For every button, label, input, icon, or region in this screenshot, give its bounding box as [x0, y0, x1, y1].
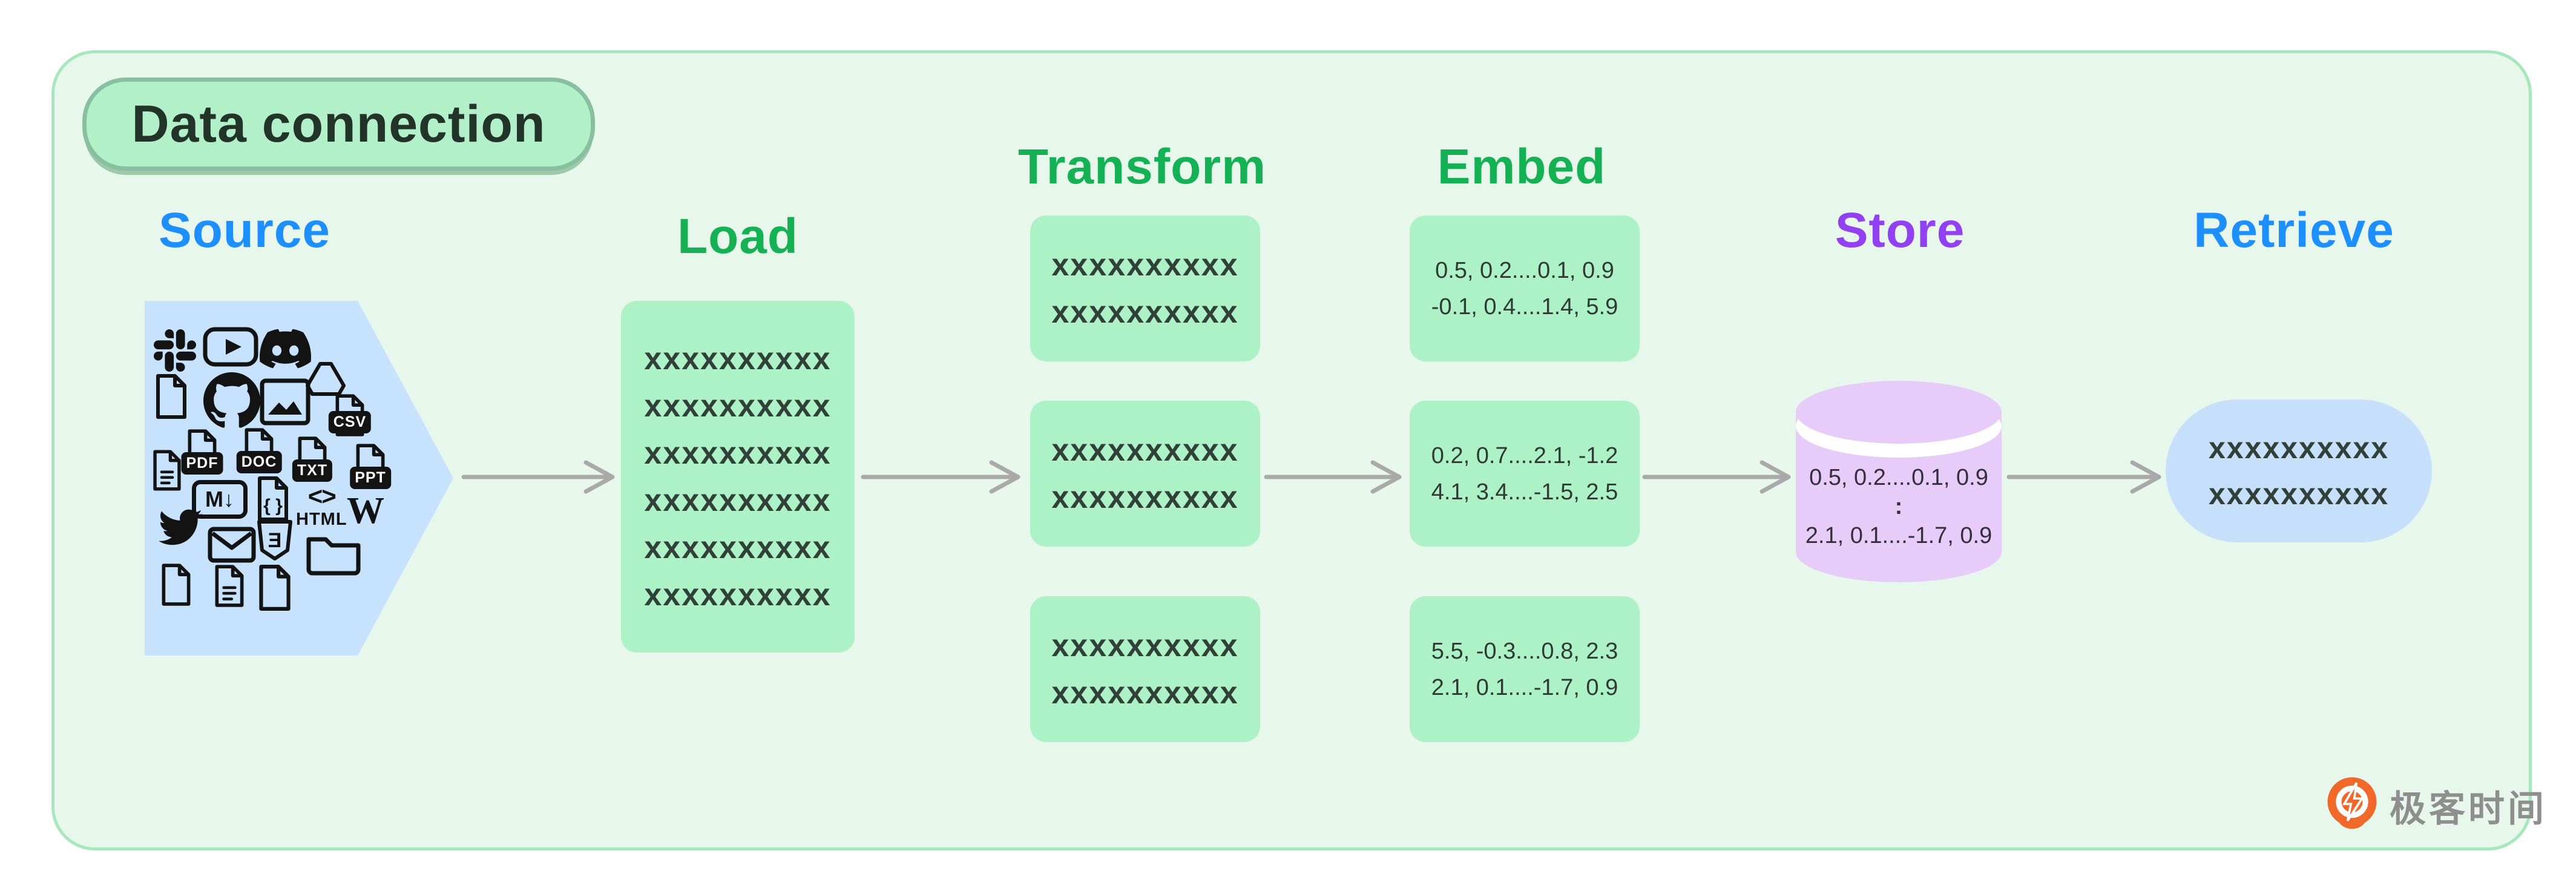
css-shield-label: Ǝ — [268, 529, 282, 552]
wikipedia-w: W — [347, 490, 384, 531]
file-icon — [152, 373, 191, 420]
geektime-logo-text: 极客时间 — [2390, 788, 2547, 829]
embed-vector-line: 0.5, 0.2....0.1, 0.9 — [1435, 257, 1614, 283]
load-line: xxxxxxxxxx — [644, 388, 832, 424]
csv-file-icon: CSV — [324, 393, 376, 445]
transform-line: xxxxxxxxxx — [1051, 675, 1239, 711]
flow-arrow-store-retrieve — [2006, 460, 2161, 494]
transform-line: xxxxxxxxxx — [1051, 247, 1239, 283]
load-line: xxxxxxxxxx — [644, 482, 832, 518]
heading-retrieve: Retrieve — [2193, 203, 2394, 258]
html-label: HTML — [296, 510, 347, 529]
youtube-icon — [203, 326, 258, 367]
transform-line: xxxxxxxxxx — [1051, 628, 1239, 663]
html-icon: <> HTML — [296, 484, 347, 528]
text-file-icon — [150, 449, 185, 492]
load-line: xxxxxxxxxx — [644, 341, 832, 376]
json-file-label: { } — [263, 496, 283, 516]
transform-box-1: xxxxxxxxxx xxxxxxxxxx — [1030, 215, 1260, 361]
ppt-file-icon: PPT — [344, 442, 396, 495]
doc-file-label: DOC — [236, 451, 282, 473]
geektime-logo-icon — [2327, 777, 2377, 829]
flow-arrow-load-transform — [861, 460, 1020, 494]
ppt-file-label: PPT — [350, 467, 391, 489]
pdf-file-label: PDF — [181, 452, 223, 475]
csv-file-label: CSV — [328, 411, 372, 433]
embed-vector-line: 4.1, 3.4....-1.5, 2.5 — [1431, 479, 1618, 505]
markdown-label: M↓ — [205, 487, 234, 511]
retrieve-pill: xxxxxxxxxx xxxxxxxxxx — [2166, 399, 2432, 542]
folder-icon — [306, 532, 361, 576]
load-box: xxxxxxxxxx xxxxxxxxxx xxxxxxxxxx xxxxxxx… — [621, 301, 855, 653]
retrieve-line: xxxxxxxxxx — [2208, 477, 2390, 511]
slack-icon — [154, 326, 196, 375]
markdown-icon: M↓ — [192, 480, 248, 519]
css-shield-icon: Ǝ — [256, 519, 294, 562]
file-icon — [255, 564, 295, 612]
json-file-icon: { } — [254, 475, 292, 522]
store-cylinder-text: 0.5, 0.2....0.1, 0.9 : 2.1, 0.1....-1.7,… — [1796, 461, 2002, 552]
title-badge: Data connection — [82, 77, 595, 171]
embed-box-2: 0.2, 0.7....2.1, -1.2 4.1, 3.4....-1.5, … — [1410, 401, 1640, 547]
title-badge-label: Data connection — [131, 94, 546, 153]
retrieve-line: xxxxxxxxxx — [2208, 431, 2390, 465]
embed-vector-line: 5.5, -0.3....0.8, 2.3 — [1431, 638, 1618, 664]
store-vector-ellipsis: : — [1894, 494, 1903, 519]
txt-file-icon: TXT — [286, 435, 338, 487]
txt-file-label: TXT — [292, 459, 333, 482]
mail-icon — [208, 526, 256, 564]
load-line: xxxxxxxxxx — [644, 435, 832, 471]
transform-box-3: xxxxxxxxxx xxxxxxxxxx — [1030, 596, 1260, 742]
embed-vector-line: 2.1, 0.1....-1.7, 0.9 — [1431, 674, 1618, 700]
discord-icon — [257, 326, 314, 371]
heading-embed: Embed — [1437, 139, 1606, 194]
store-vector-line: 0.5, 0.2....0.1, 0.9 — [1809, 465, 1988, 490]
store-vector-line: 2.1, 0.1....-1.7, 0.9 — [1805, 523, 1993, 548]
file-icon — [158, 562, 194, 607]
transform-box-2: xxxxxxxxxx xxxxxxxxxx — [1030, 401, 1260, 547]
geektime-logo: 极客时间 — [2324, 775, 2547, 837]
flow-arrow-transform-embed — [1264, 460, 1402, 494]
github-icon — [203, 372, 261, 429]
transform-line: xxxxxxxxxx — [1051, 294, 1239, 330]
heading-transform: Transform — [1018, 139, 1266, 194]
transform-line: xxxxxxxxxx — [1051, 479, 1239, 515]
code-brackets-glyph: <> — [307, 482, 337, 510]
heading-source: Source — [159, 203, 330, 258]
embed-box-3: 5.5, -0.3....0.8, 2.3 2.1, 0.1....-1.7, … — [1410, 596, 1640, 742]
twitter-icon — [154, 505, 206, 549]
wikipedia-icon: W — [347, 492, 384, 530]
embed-box-1: 0.5, 0.2....0.1, 0.9 -0.1, 0.4....1.4, 5… — [1410, 215, 1640, 361]
google-drive-icon — [306, 361, 346, 396]
text-file-icon — [211, 564, 248, 608]
image-icon — [260, 378, 310, 426]
doc-file-icon: DOC — [233, 427, 285, 479]
flow-arrow-embed-store — [1642, 460, 1791, 494]
heading-load: Load — [677, 209, 798, 264]
heading-store: Store — [1835, 203, 1965, 258]
pdf-file-icon: PDF — [176, 428, 228, 480]
load-line: xxxxxxxxxx — [644, 577, 832, 613]
flow-arrow-source-load — [461, 460, 615, 494]
transform-line: xxxxxxxxxx — [1051, 432, 1239, 468]
embed-vector-line: 0.2, 0.7....2.1, -1.2 — [1431, 442, 1618, 469]
load-line: xxxxxxxxxx — [644, 530, 832, 565]
diagram-panel — [51, 50, 2532, 850]
store-cylinder — [1796, 381, 2002, 582]
embed-vector-line: -0.1, 0.4....1.4, 5.9 — [1431, 294, 1618, 320]
